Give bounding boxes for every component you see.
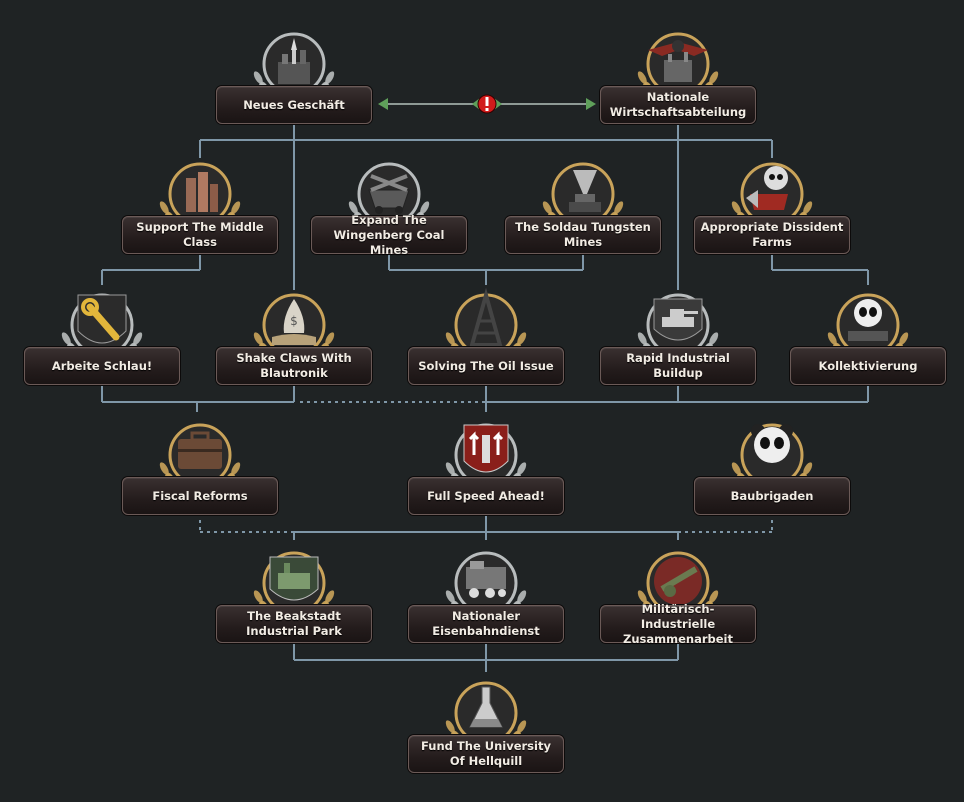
focus-label: Nationale Wirtschaftsabteilung xyxy=(609,90,747,119)
focus-label-plate: Neues Geschäft xyxy=(216,86,372,124)
focus-label-plate: Baubrigaden xyxy=(694,477,850,515)
focus-full-speed[interactable]: Full Speed Ahead! xyxy=(406,411,566,539)
focus-label-plate: Arbeite Schlau! xyxy=(24,347,180,385)
focus-label-plate: Rapid Industrial Buildup xyxy=(600,347,756,385)
focus-dissident-farms[interactable]: Appropriate Dissident Farms xyxy=(692,150,852,278)
focus-label: Solving The Oil Issue xyxy=(418,358,554,373)
focus-label: Rapid Industrial Buildup xyxy=(626,351,730,380)
focus-label: Neues Geschäft xyxy=(243,97,345,112)
focus-label-plate: Militärisch-Industrielle Zusammenarbeit xyxy=(600,602,756,646)
focus-label-plate: Fund The University Of Hellquill xyxy=(408,735,564,773)
focus-rapid[interactable]: Rapid Industrial Buildup xyxy=(598,281,758,409)
mutual-exclusion-link xyxy=(378,94,596,114)
focus-label: The Beakstadt Industrial Park xyxy=(246,609,342,638)
focus-eisenbahn[interactable]: Nationaler Eisenbahndienst xyxy=(406,539,566,667)
focus-militaer[interactable]: Militärisch-Industrielle Zusammenarbeit xyxy=(598,539,758,667)
focus-label-plate: Nationaler Eisenbahndienst xyxy=(408,605,564,643)
focus-label: Shake Claws With Blautronik xyxy=(236,351,352,380)
focus-label-plate: The Soldau Tungsten Mines xyxy=(505,216,661,254)
focus-fiscal[interactable]: Fiscal Reforms xyxy=(120,411,280,539)
focus-label-plate: The Beakstadt Industrial Park xyxy=(216,605,372,643)
focus-label-plate: Kollektivierung xyxy=(790,347,946,385)
svg-text:$: $ xyxy=(290,314,298,328)
focus-label: Full Speed Ahead! xyxy=(427,488,545,503)
focus-wingenberg[interactable]: Expand The Wingenberg Coal Mines xyxy=(309,150,469,278)
focus-label: Arbeite Schlau! xyxy=(51,358,153,373)
focus-shake-claws[interactable]: $ Shake Claws With Blautronik xyxy=(214,281,374,409)
focus-label-plate: Full Speed Ahead! xyxy=(408,477,564,515)
focus-label: Baubrigaden xyxy=(730,488,814,503)
focus-label-plate: Fiscal Reforms xyxy=(122,477,278,515)
focus-arbeite[interactable]: Arbeite Schlau! xyxy=(22,281,182,409)
focus-university[interactable]: Fund The University Of Hellquill xyxy=(406,669,566,797)
focus-label: Expand The Wingenberg Coal Mines xyxy=(333,212,445,257)
focus-label: Appropriate Dissident Farms xyxy=(700,220,844,249)
focus-label: Fund The University Of Hellquill xyxy=(421,739,551,768)
focus-label: Support The Middle Class xyxy=(136,220,264,249)
focus-neues-geschaeft[interactable]: Neues Geschäft xyxy=(214,20,374,148)
focus-label: The Soldau Tungsten Mines xyxy=(515,220,651,249)
focus-soldau[interactable]: The Soldau Tungsten Mines xyxy=(503,150,663,278)
focus-baubrigaden[interactable]: Baubrigaden xyxy=(692,411,852,539)
focus-label-plate: Shake Claws With Blautronik xyxy=(216,347,372,385)
focus-beakstadt[interactable]: The Beakstadt Industrial Park xyxy=(214,539,374,667)
focus-label-plate: Nationale Wirtschaftsabteilung xyxy=(600,86,756,124)
focus-label: Kollektivierung xyxy=(818,358,918,373)
focus-label-plate: Appropriate Dissident Farms xyxy=(694,216,850,254)
focus-label-plate: Solving The Oil Issue xyxy=(408,347,564,385)
focus-label: Fiscal Reforms xyxy=(152,488,248,503)
focus-kollektiv[interactable]: Kollektivierung xyxy=(788,281,948,409)
focus-label: Nationaler Eisenbahndienst xyxy=(432,609,540,638)
focus-oil[interactable]: Solving The Oil Issue xyxy=(406,281,566,409)
focus-support-middle[interactable]: Support The Middle Class xyxy=(120,150,280,278)
focus-label: Militärisch-Industrielle Zusammenarbeit xyxy=(623,601,733,646)
focus-nationale-wirtschaft[interactable]: Nationale Wirtschaftsabteilung xyxy=(598,20,758,148)
focus-label-plate: Expand The Wingenberg Coal Mines xyxy=(311,213,467,257)
focus-label-plate: Support The Middle Class xyxy=(122,216,278,254)
